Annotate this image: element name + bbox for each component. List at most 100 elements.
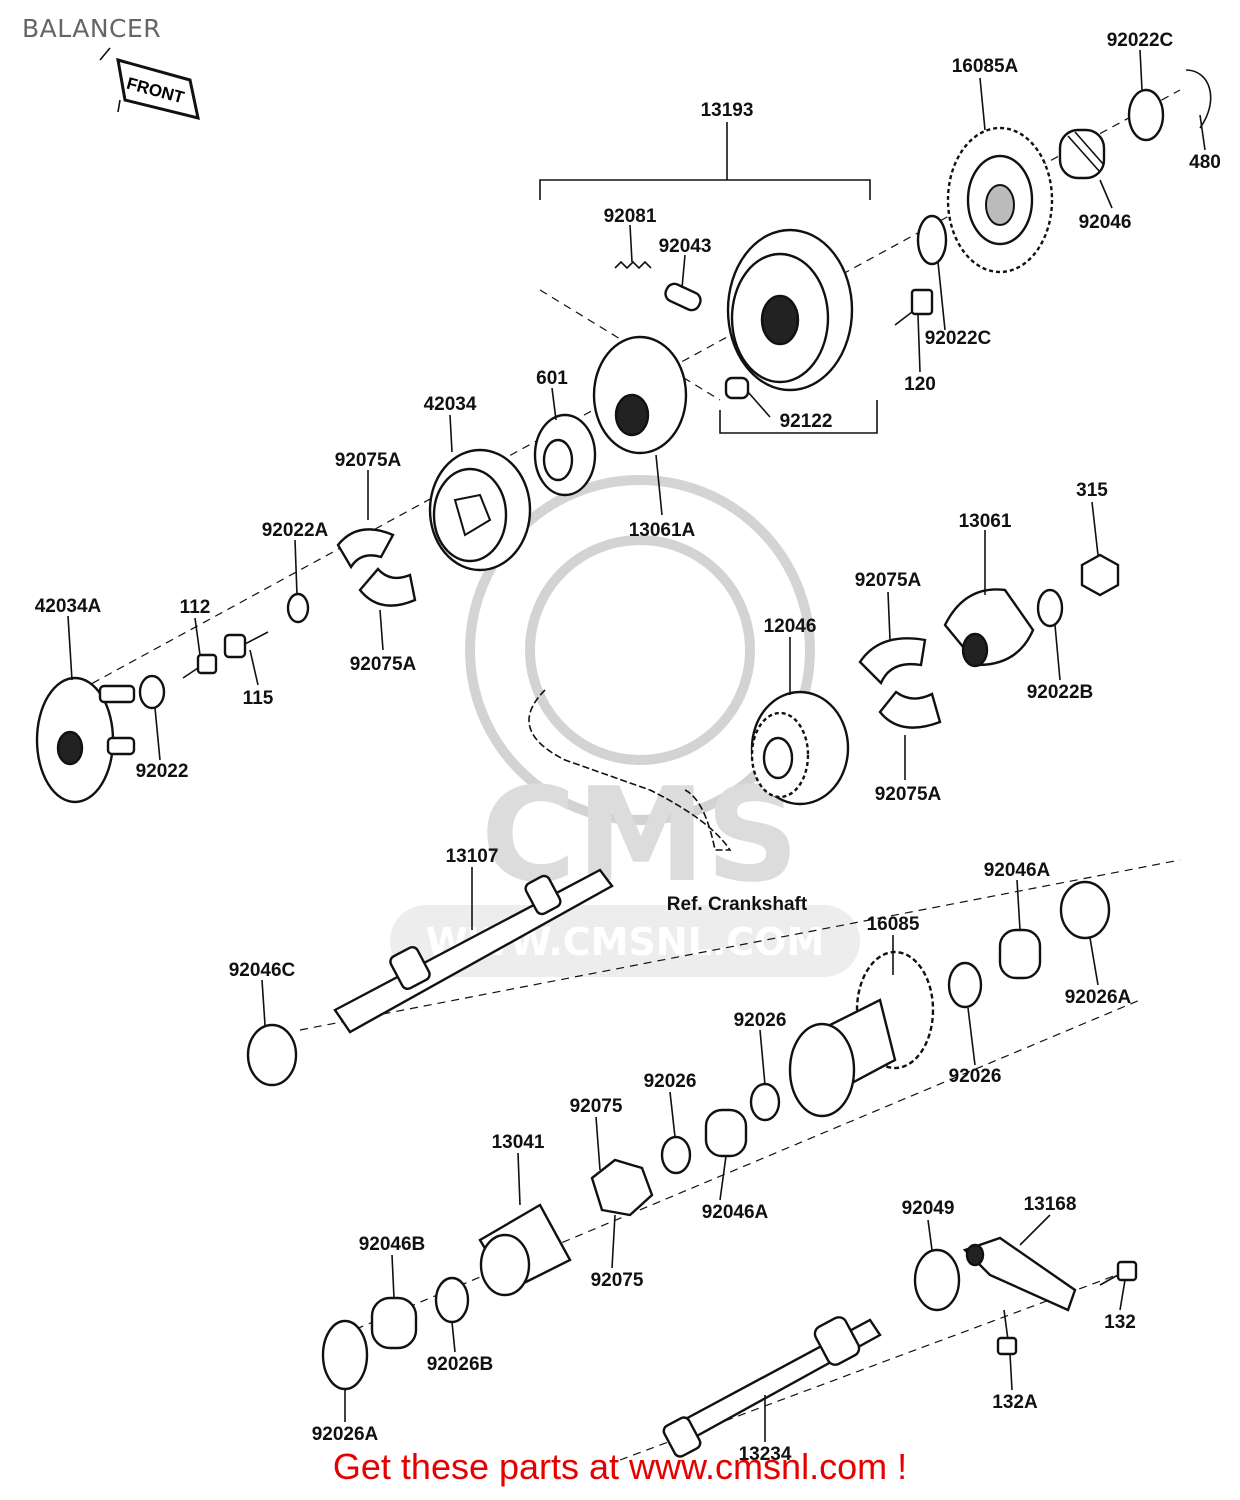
bolt-115 (223, 631, 269, 659)
washer-92026A-lower (321, 1319, 369, 1391)
damper-92075A-3 (858, 637, 927, 686)
damper-92075A-1 (336, 528, 395, 570)
label-13061A: 13061A (629, 520, 696, 541)
bearing-92046A-right (998, 928, 1042, 980)
label-92075-1: 92075 (570, 1096, 623, 1117)
label-92026-3: 92026 (644, 1071, 697, 1092)
bolt-132A (996, 1309, 1018, 1356)
label-92026B: 92026B (427, 1354, 494, 1375)
label-92026A-2: 92026A (312, 1424, 379, 1445)
shaft-13234 (662, 1316, 882, 1458)
bolt-132 (1099, 1260, 1138, 1286)
washer-92022 (138, 674, 166, 710)
bearing-601 (533, 413, 597, 497)
label-92075A-3: 92075A (855, 570, 922, 591)
label-13041: 13041 (492, 1132, 545, 1153)
bearing-92046A-mid (704, 1108, 748, 1158)
label-92046A-2: 92046A (702, 1202, 769, 1223)
plate-13061A (592, 335, 688, 455)
label-132A: 132A (992, 1392, 1038, 1413)
washer-92022A (286, 592, 310, 624)
label-601: 601 (536, 368, 568, 389)
bearing-92046B (370, 1296, 418, 1350)
label-92049: 92049 (902, 1198, 955, 1219)
label-13107: 13107 (446, 846, 499, 867)
bolt-120 (894, 288, 934, 326)
damper-92075A-2 (358, 567, 417, 607)
label-13168: 13168 (1024, 1194, 1077, 1215)
label-92022B: 92022B (1027, 682, 1094, 703)
label-92081: 92081 (604, 206, 657, 227)
label-92046B: 92046B (359, 1234, 426, 1255)
bolt-112 (182, 653, 218, 679)
ref-crankshaft-note: Ref. Crankshaft (667, 894, 808, 915)
washer-92022B (1036, 588, 1064, 628)
leader-lines (67, 49, 1206, 1442)
label-92022A: 92022A (262, 520, 329, 541)
label-112: 112 (180, 597, 211, 618)
label-92075A-1: 92075A (335, 450, 402, 471)
chain-ref-crankshaft (528, 689, 732, 851)
part-labels: 13193 16085A 92022C 480 92046 92081 9204… (35, 30, 1221, 1465)
sprocket-16085A (946, 126, 1054, 274)
label-92026-2: 92026 (949, 1066, 1002, 1087)
hub-13041 (478, 1203, 572, 1297)
label-92046: 92046 (1079, 212, 1132, 233)
damper-92075A-4 (878, 690, 942, 729)
label-42034A: 42034A (35, 596, 102, 617)
label-92046C: 92046C (229, 960, 296, 981)
bearing-92046C (246, 1023, 298, 1087)
flange-42034A (35, 676, 136, 804)
washer-92022C-mid (916, 214, 948, 266)
label-92022: 92022 (136, 761, 189, 782)
hub-13193 (726, 228, 854, 392)
washer-92026B (434, 1276, 470, 1324)
shaft-13107 (333, 868, 614, 1034)
label-92075-2: 92075 (591, 1270, 644, 1291)
label-480: 480 (1189, 152, 1221, 173)
washer-92026-left (660, 1135, 692, 1175)
label-92043: 92043 (659, 236, 712, 257)
label-42034: 42034 (424, 394, 477, 415)
bearing-92046 (1058, 128, 1106, 180)
label-92075A-4: 92075A (875, 784, 942, 805)
label-92075A-2: 92075A (350, 654, 417, 675)
circlip-480 (1185, 69, 1212, 129)
label-92122: 92122 (780, 411, 833, 432)
label-315: 315 (1076, 480, 1108, 501)
nut-315 (1080, 553, 1120, 597)
label-92022C-mid: 92022C (925, 328, 992, 349)
seal-92049 (913, 1248, 961, 1312)
diagram-title: BALANCER (22, 14, 162, 43)
label-92022C-top: 92022C (1107, 30, 1174, 51)
label-92046A-1: 92046A (984, 860, 1051, 881)
label-13061: 13061 (959, 511, 1012, 532)
lever-13168 (962, 1236, 1077, 1312)
label-13193: 13193 (701, 100, 754, 121)
part-92122 (724, 376, 750, 400)
gear-16085 (788, 950, 935, 1118)
label-16085A: 16085A (952, 56, 1019, 77)
pin-92043 (664, 282, 702, 312)
label-12046: 12046 (764, 616, 817, 637)
washer-92026-mid (749, 1082, 781, 1122)
label-120: 120 (904, 374, 936, 395)
washer-92022C-top (1127, 88, 1165, 142)
footer-link-text[interactable]: Get these parts at www.cmsnl.com ! (332, 1446, 908, 1487)
label-16085: 16085 (867, 914, 920, 935)
label-115: 115 (243, 688, 274, 709)
washer-92026-right (947, 961, 983, 1009)
label-13234: 13234 (739, 1444, 792, 1465)
label-92026-1: 92026 (734, 1010, 787, 1031)
damper-92075 (590, 1158, 654, 1217)
hub-42034 (428, 448, 532, 572)
part-shapes (35, 69, 1212, 1458)
spring-92081 (614, 260, 652, 270)
seal-92026A-right (1059, 880, 1111, 940)
coupling-13061 (943, 588, 1035, 668)
sprocket-12046 (750, 690, 850, 806)
label-92026A-1: 92026A (1065, 987, 1132, 1008)
front-direction-tag: FRONT (99, 47, 200, 121)
label-132: 132 (1104, 1312, 1136, 1333)
